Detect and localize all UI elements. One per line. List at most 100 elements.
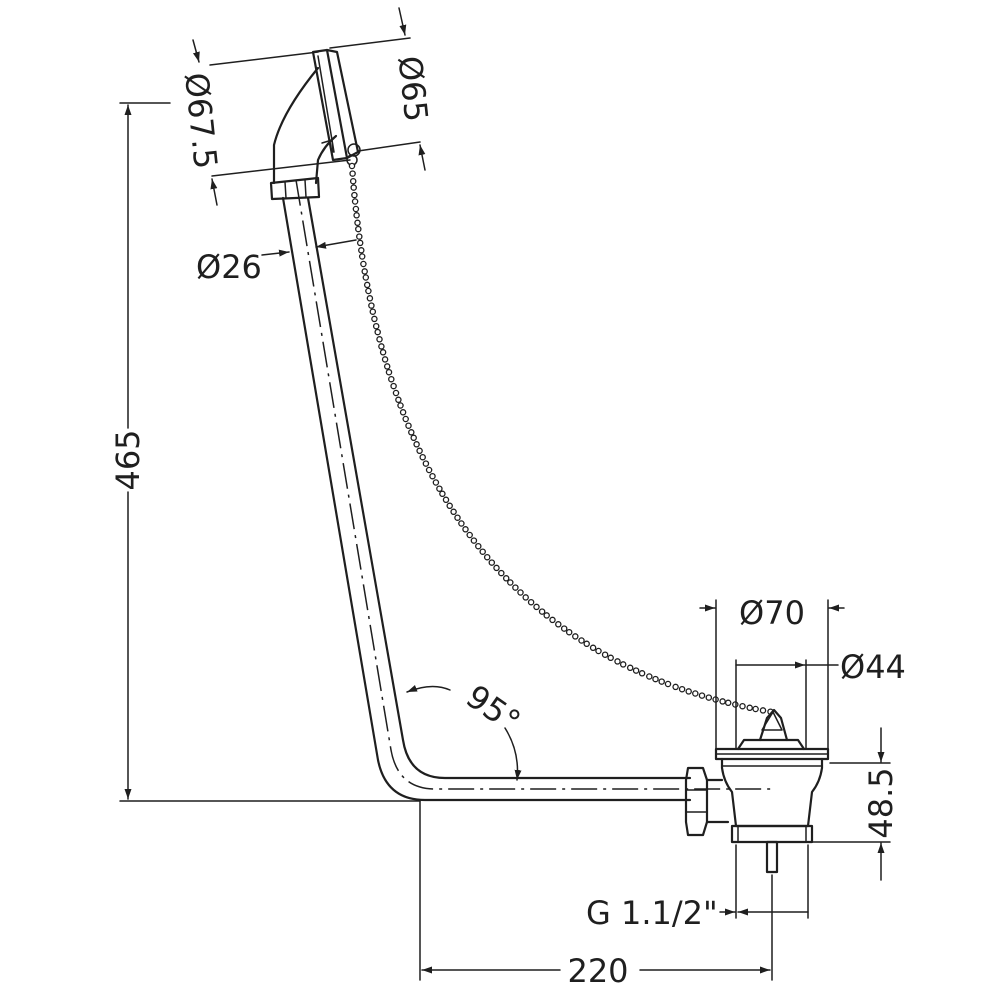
chain-bead bbox=[358, 253, 366, 260]
elbow-inner-edge bbox=[314, 134, 338, 185]
plug-chain bbox=[348, 162, 774, 715]
overflow-head bbox=[269, 48, 361, 201]
chain-bead bbox=[368, 302, 375, 309]
chain-bead bbox=[555, 621, 562, 628]
chain-bead bbox=[405, 422, 412, 429]
chain-bead bbox=[432, 479, 440, 486]
waste-height-dimension: 48.5 bbox=[811, 727, 900, 881]
pipe-diameter-label: Ø26 bbox=[196, 248, 262, 286]
d675-arrow-top bbox=[192, 39, 200, 63]
chain-bead bbox=[429, 472, 436, 480]
chain-bead bbox=[658, 678, 665, 685]
pipe-inner-wall bbox=[306, 196, 692, 780]
chain-bead bbox=[363, 281, 371, 289]
chain-bead bbox=[349, 170, 356, 177]
chain-bead bbox=[395, 396, 402, 404]
chain-bead bbox=[371, 315, 378, 323]
chain-bead bbox=[678, 685, 686, 693]
chain-bead bbox=[450, 508, 457, 516]
chain-bead bbox=[422, 460, 430, 467]
chain-bead bbox=[652, 675, 659, 683]
chain-bead bbox=[458, 520, 465, 527]
chain-bead bbox=[549, 616, 556, 624]
chain-bead bbox=[376, 336, 383, 343]
chain-bead bbox=[381, 356, 389, 363]
chain-bead bbox=[619, 661, 627, 668]
chain-bead bbox=[719, 698, 726, 705]
waste-diameter-dimensions: Ø70 Ø44 bbox=[699, 594, 906, 749]
chain-bead bbox=[739, 702, 746, 710]
chain-bead bbox=[388, 375, 395, 383]
chain-bead bbox=[392, 389, 400, 397]
chain-bead bbox=[538, 608, 546, 615]
angle-arc-right bbox=[504, 727, 522, 781]
thread-dimension: G 1.1/2" bbox=[586, 844, 809, 932]
chain-bead bbox=[724, 699, 732, 707]
chain-bead bbox=[454, 514, 461, 521]
chain-bead bbox=[355, 225, 362, 233]
chain-bead bbox=[410, 434, 417, 442]
chain-bead bbox=[353, 212, 360, 219]
waste-body bbox=[720, 757, 824, 828]
chain-bead bbox=[354, 219, 361, 227]
chain-bead bbox=[533, 603, 540, 611]
waste-connection-nut bbox=[684, 766, 709, 837]
chain-bead bbox=[362, 274, 370, 281]
pipe-diameter-dimension: Ø26 bbox=[196, 239, 357, 286]
chain-bead bbox=[614, 658, 621, 665]
chain-bead bbox=[351, 191, 358, 199]
chain-bead bbox=[512, 584, 519, 591]
chain-bead bbox=[365, 287, 372, 295]
plug-diameter-dimensions: Ø67.5 Ø65 bbox=[177, 7, 436, 206]
overflow-plate-outer bbox=[311, 48, 349, 162]
chain-bead bbox=[646, 673, 653, 680]
chain-bead bbox=[442, 496, 450, 504]
height-dimension: 465 bbox=[109, 102, 421, 802]
angle-dimension: 95° bbox=[406, 677, 527, 781]
overflow-pipe bbox=[281, 179, 772, 802]
chain-bead bbox=[439, 490, 446, 498]
chain-bead bbox=[479, 548, 486, 555]
waste-inner-diameter-label: Ø44 bbox=[840, 648, 906, 686]
chain-bead bbox=[475, 542, 482, 550]
chain-bead bbox=[425, 466, 433, 474]
chain-bead bbox=[502, 575, 510, 582]
chain-bead bbox=[565, 628, 573, 636]
chain-bead bbox=[522, 594, 529, 601]
chain-bead bbox=[397, 402, 404, 409]
chain-bead bbox=[498, 569, 505, 577]
chain-bead bbox=[372, 322, 380, 330]
chain-bead bbox=[358, 247, 365, 254]
elbow-outer-edge bbox=[272, 66, 320, 185]
chain-bead bbox=[466, 531, 473, 539]
plug-inner-diameter-label: Ø65 bbox=[391, 54, 436, 124]
chain-bead bbox=[351, 198, 359, 205]
chain-bead bbox=[507, 579, 514, 586]
chain-bead bbox=[692, 690, 699, 697]
overflow-chain-bracket bbox=[321, 139, 334, 153]
chain-bead bbox=[517, 589, 524, 596]
thread-label: G 1.1/2" bbox=[586, 894, 718, 932]
plug-extension-bottom-left bbox=[211, 159, 351, 177]
chain-bead bbox=[589, 644, 597, 652]
plug-extension-top-right bbox=[329, 37, 411, 49]
waste-outer-diameter-label: Ø70 bbox=[739, 594, 805, 632]
chain-bead bbox=[578, 637, 585, 644]
chain-bead bbox=[488, 559, 496, 566]
plug-extension-top-left bbox=[209, 51, 319, 66]
chain-bead bbox=[352, 205, 360, 213]
d26-arrow-left bbox=[261, 249, 290, 257]
chain-bead bbox=[462, 526, 469, 533]
chain-bead bbox=[349, 177, 357, 185]
chain-bead bbox=[350, 184, 357, 191]
d65-arrow-top bbox=[398, 7, 407, 36]
width-dimension: 220 bbox=[419, 799, 773, 990]
waste-height-label: 48.5 bbox=[862, 767, 900, 838]
waste-base-nut bbox=[730, 824, 814, 844]
chain-bead bbox=[378, 343, 385, 350]
angle-arc-top bbox=[406, 685, 451, 693]
chain-bead bbox=[402, 415, 409, 423]
chain-bead bbox=[356, 233, 363, 240]
chain-bead bbox=[543, 612, 550, 619]
chain-bead bbox=[374, 328, 381, 336]
